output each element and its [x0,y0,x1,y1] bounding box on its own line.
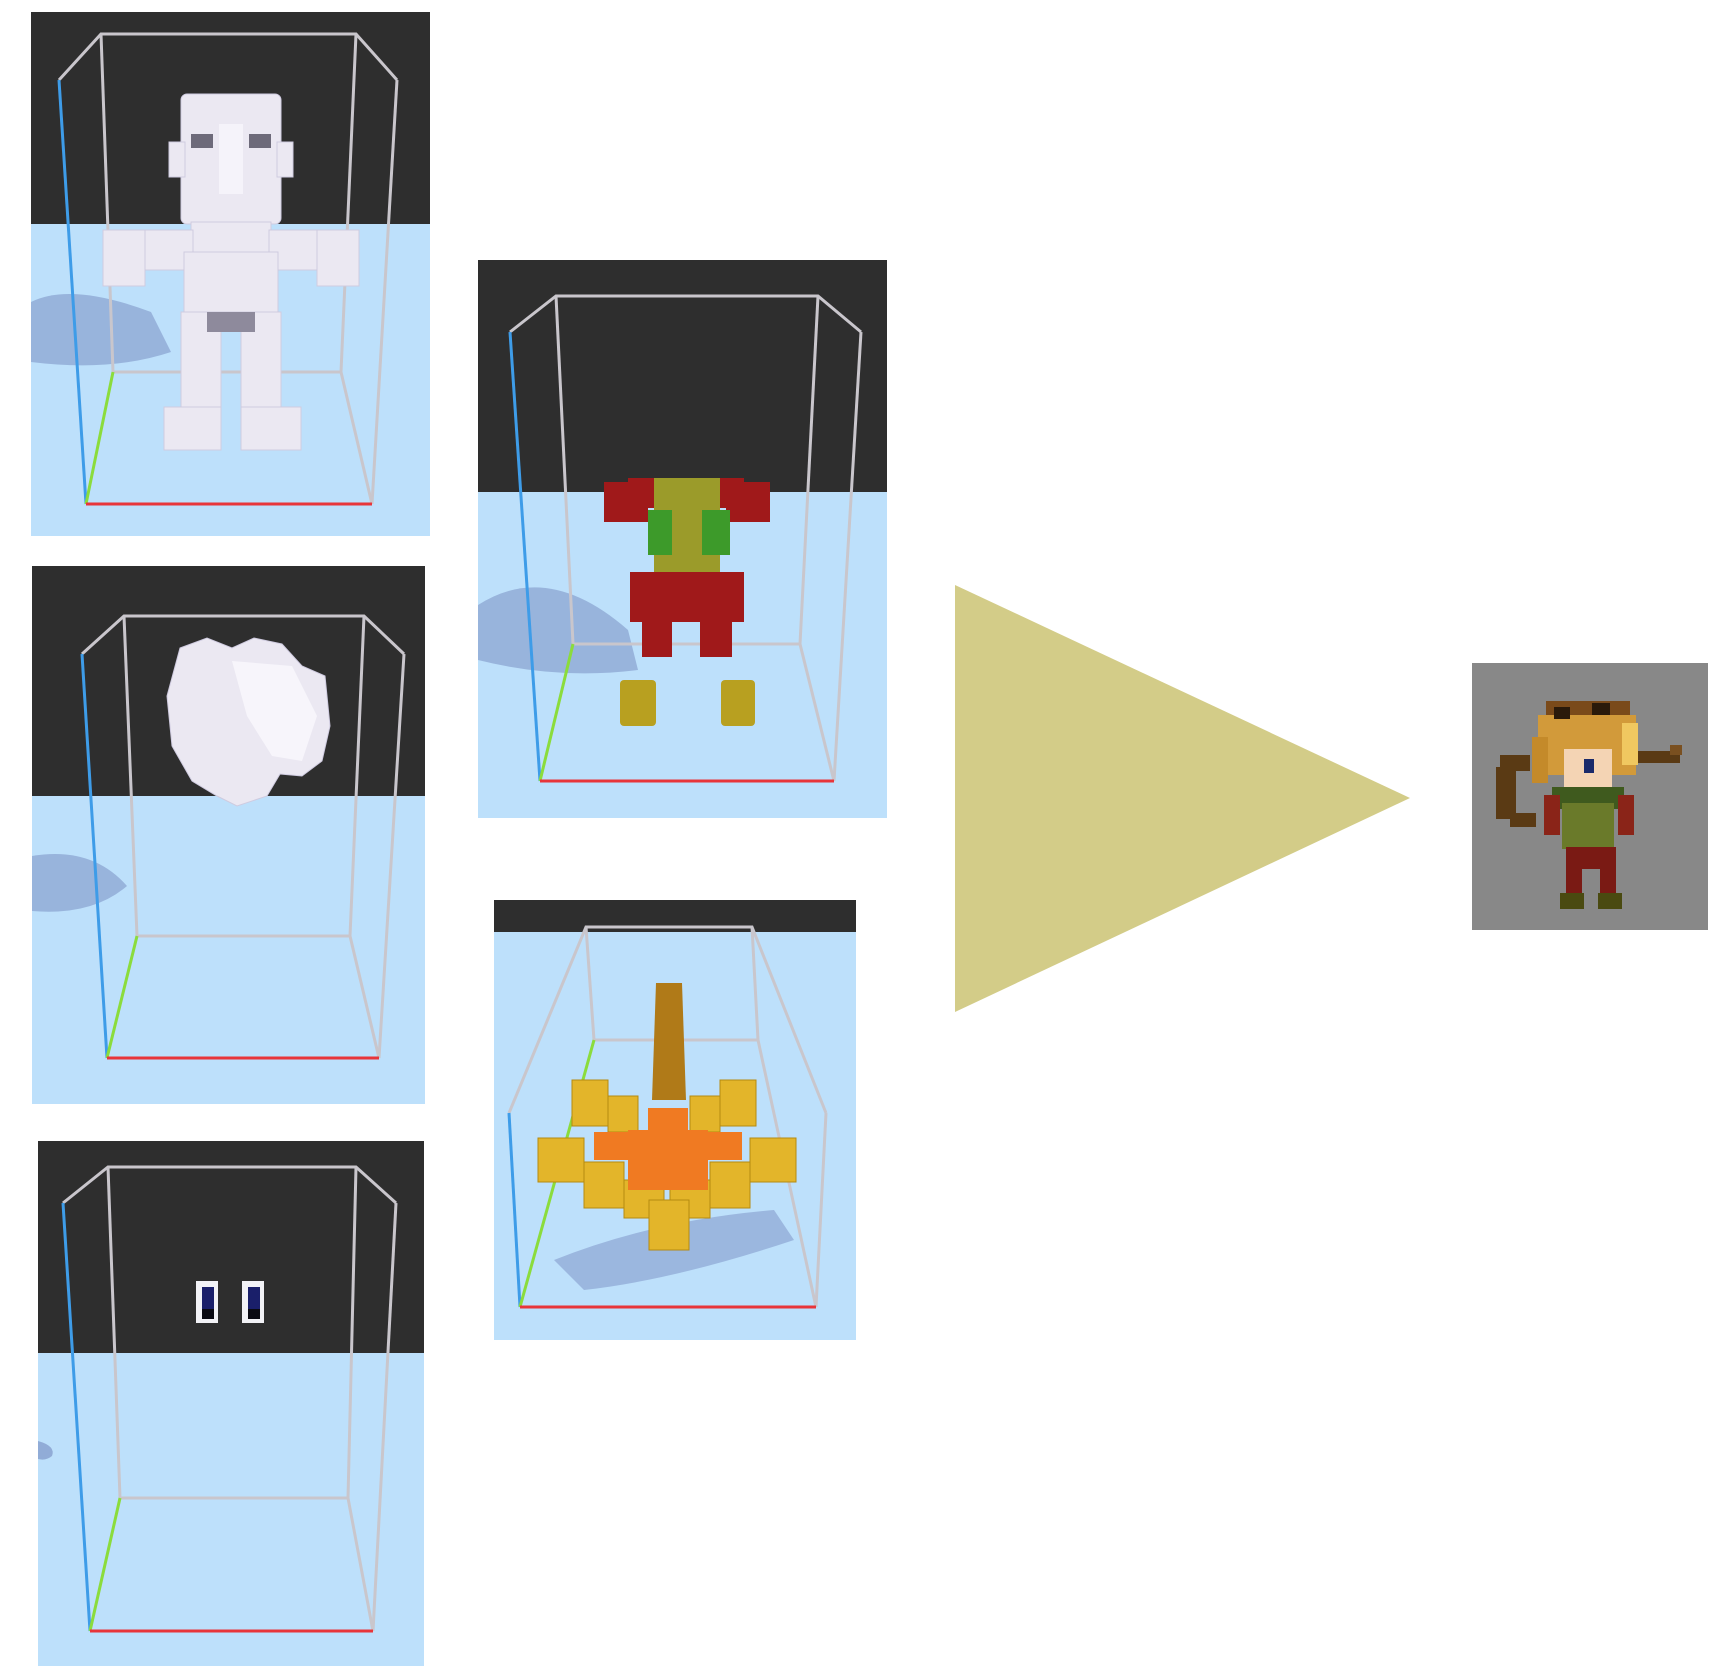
result-sprite-panel [1472,663,1708,930]
voxel-hair-panel [32,566,425,1104]
right-triangle-arrow [955,585,1410,1012]
voxel-eyes-panel [38,1141,424,1666]
voxel-weapon-icon [494,900,856,1340]
voxel-eyes-icon [38,1141,424,1666]
white-voxel-body-icon [31,12,430,536]
white-voxel-hair-icon [32,566,425,1104]
voxel-clothing-icon [478,260,887,818]
pixel-art-character-sprite-icon [1472,663,1708,930]
right-triangle-arrow-icon [955,585,1410,1012]
voxel-weapon-panel [494,900,856,1340]
voxel-clothing-panel [478,260,887,818]
voxel-body-panel [31,12,430,536]
